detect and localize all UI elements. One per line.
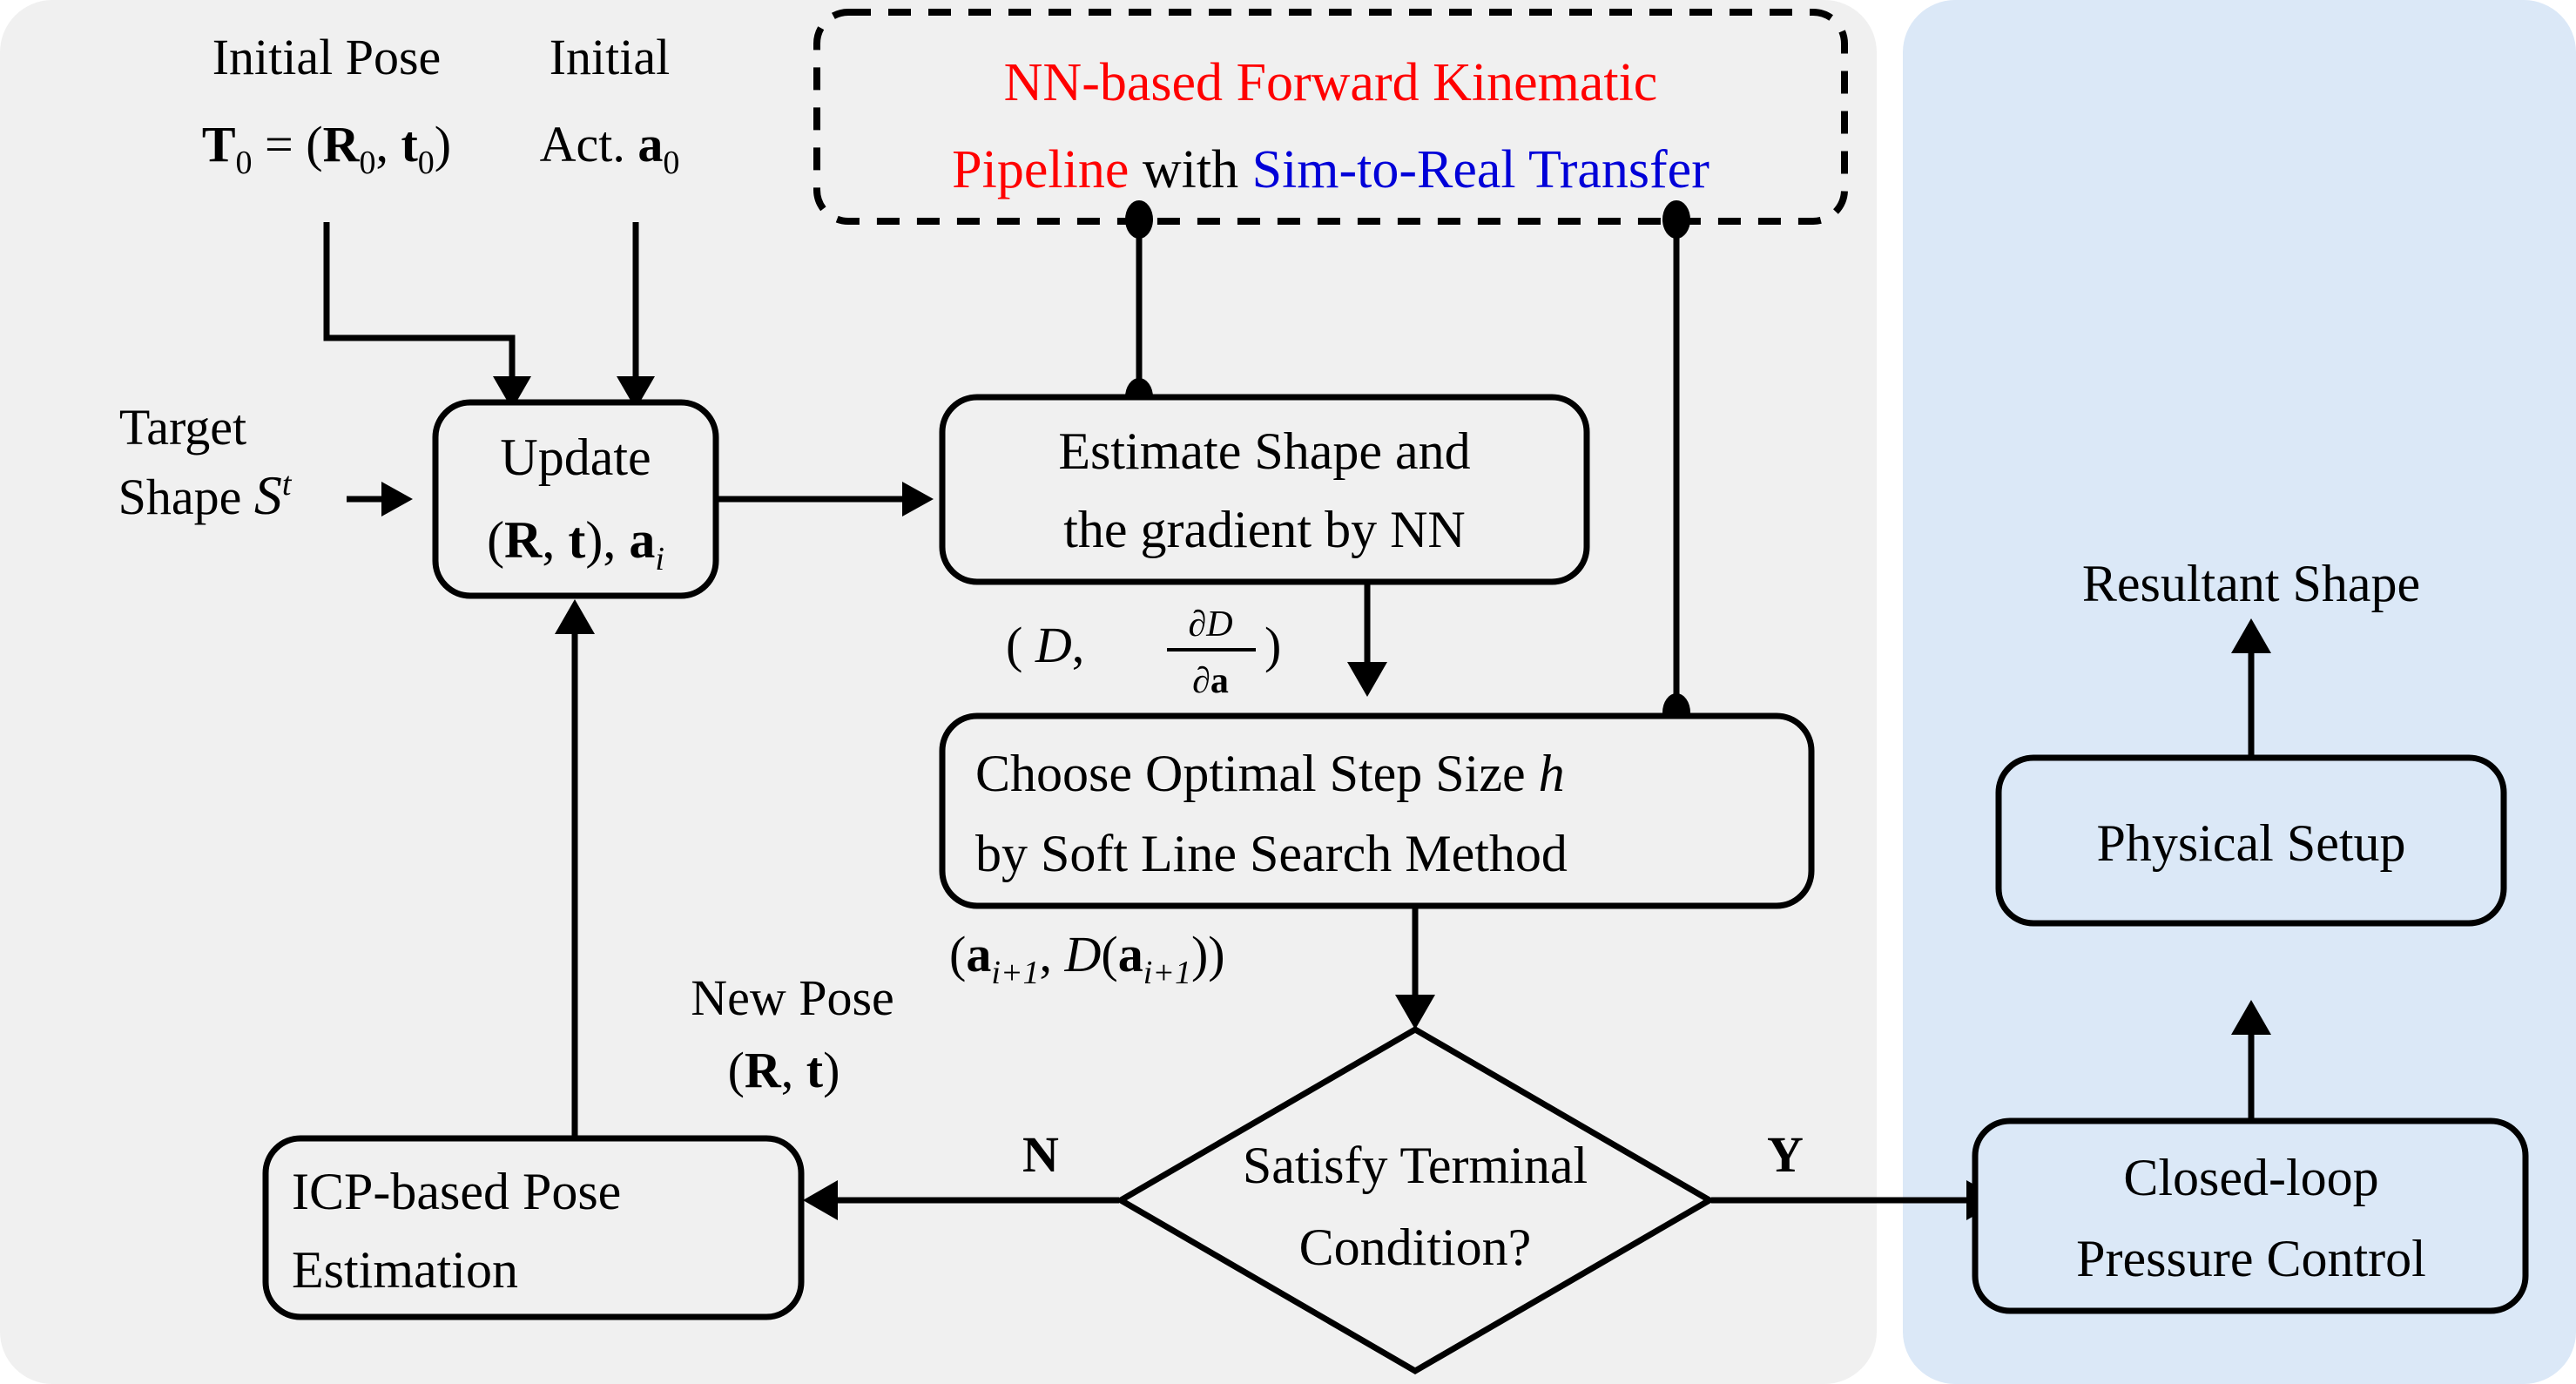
pressure-control-line2: Pressure Control <box>2076 1230 2426 1287</box>
gradient-label-prefix: ( D, <box>1006 617 1084 673</box>
connector-target-shape-to-update <box>347 482 413 516</box>
next-action-a2-sub: i+1 <box>1143 955 1191 991</box>
connector-physical-setup-to-resultant-shape <box>2231 618 2271 756</box>
initial-pose-eq: = ( <box>253 116 323 172</box>
pressure-control-line1: Closed-loop <box>2123 1149 2378 1206</box>
pipeline-dashed-box <box>813 9 1848 225</box>
connector-initial-pose-to-update <box>323 222 531 409</box>
initial-pose-T-sub: 0 <box>236 145 253 181</box>
new-pose-R: R <box>745 1042 782 1098</box>
pipeline-title-line2-blue: Sim-to-Real Transfer <box>1252 140 1710 199</box>
initial-act-a: a <box>637 116 663 172</box>
gradient-D: D <box>1035 617 1072 673</box>
initial-pose-R-sub: 0 <box>359 145 375 181</box>
decision-diamond[interactable]: Satisfy Terminal Condition? <box>1115 1025 1716 1375</box>
initial-act-a-sub: 0 <box>663 145 679 181</box>
initial-act-label-line1: Initial <box>550 29 671 85</box>
initial-act-formula: Act. a0 <box>540 116 680 181</box>
physical-setup-box[interactable]: Physical Setup <box>1995 754 2507 927</box>
initial-pose-formula: T0 = (R0, t0) <box>202 116 451 181</box>
target-shape-S-sup: t <box>282 466 293 503</box>
initial-pose-R: R <box>323 116 361 172</box>
right-panel-background <box>1903 0 2576 1384</box>
update-t: t <box>568 511 585 569</box>
update-box-line1: Update <box>500 429 651 486</box>
connector-estimate-to-step-size <box>1347 582 1387 697</box>
gradient-comma: , <box>1072 617 1085 673</box>
next-action-a1-sub: i+1 <box>991 955 1039 991</box>
icp-box-line1: ICP-based Pose <box>292 1163 621 1220</box>
pipeline-title-line2-red: Pipeline <box>952 140 1129 199</box>
icp-box[interactable]: ICP-based Pose Estimation <box>262 1135 805 1320</box>
icp-box-line2: Estimation <box>292 1241 518 1299</box>
connector-icp-to-update <box>555 599 595 1137</box>
pipeline-title-line2-black: with <box>1129 140 1251 199</box>
decision-line1: Satisfy Terminal <box>1243 1137 1588 1194</box>
connector-pressure-control-to-physical-setup <box>2231 1000 2271 1119</box>
next-action-D: D <box>1064 926 1102 982</box>
target-shape-formula: Shape St <box>118 464 293 526</box>
initial-pose-comma: , <box>375 116 401 172</box>
connector-step-size-to-decision <box>1395 906 1435 1030</box>
branch-label-no: N <box>1022 1126 1059 1183</box>
estimate-shape-box[interactable]: Estimate Shape and the gradient by NN <box>939 394 1590 585</box>
step-size-box-line1: Choose Optimal Step Size h <box>975 745 1565 802</box>
gradient-edge-label: ( D, ∂D ∂a ) <box>1006 604 1281 701</box>
target-shape-label-line1: Target <box>119 399 246 456</box>
new-pose-label-line1: New Pose <box>691 969 894 1026</box>
next-action-edge-label: (ai+1, D(ai+1)) <box>949 926 1225 991</box>
estimate-box-line2: the gradient by NN <box>1063 501 1466 558</box>
initial-pose-t-sub: 0 <box>418 145 435 181</box>
update-close: ), <box>585 511 629 569</box>
step-size-box[interactable]: Choose Optimal Step Size h by Soft Line … <box>939 712 1815 909</box>
initial-pose-T: T <box>202 116 236 172</box>
update-box[interactable]: Update (R, t), ai <box>432 399 719 599</box>
gradient-label-close: ) <box>1264 617 1281 673</box>
next-action-a2: a <box>1118 926 1143 982</box>
step-size-h: h <box>1539 745 1565 802</box>
decision-line2: Condition? <box>1299 1219 1532 1276</box>
pressure-control-box[interactable]: Closed-loop Pressure Control <box>1972 1117 2529 1314</box>
initial-act-prefix: Act. <box>540 116 638 172</box>
update-comma: , <box>542 511 568 569</box>
update-R: R <box>504 511 543 569</box>
connector-update-to-estimate <box>716 482 934 516</box>
initial-pose-label-line1: Initial Pose <box>212 29 442 85</box>
estimate-box-line1: Estimate Shape and <box>1058 422 1470 480</box>
initial-pose-t: t <box>401 116 418 172</box>
next-action-a1: a <box>966 926 991 982</box>
update-box-line2: (R, t), ai <box>487 511 664 577</box>
target-shape-S: S <box>254 464 282 526</box>
update-open: ( <box>487 511 504 569</box>
target-shape-prefix: Shape <box>118 469 254 525</box>
new-pose-t: t <box>806 1042 824 1098</box>
physical-setup-label: Physical Setup <box>2097 814 2406 872</box>
connector-decision-no-to-icp <box>803 1180 1119 1220</box>
new-pose-label-line2: (R, t) <box>728 1042 840 1098</box>
step-size-box-line2: by Soft Line Search Method <box>975 825 1568 882</box>
pipeline-title-line1: NN-based Forward Kinematic <box>1004 53 1658 112</box>
update-a: a <box>629 511 655 569</box>
gradient-fraction-denominator: ∂a <box>1192 661 1229 701</box>
gradient-fraction-numerator: ∂D <box>1188 604 1232 645</box>
branch-label-yes: Y <box>1767 1126 1804 1183</box>
pipeline-title-line2: Pipeline with Sim-to-Real Transfer <box>952 140 1709 199</box>
initial-pose-close: ) <box>435 116 451 172</box>
resultant-shape-label: Resultant Shape <box>2082 555 2420 612</box>
update-a-sub: i <box>655 541 664 577</box>
connector-initial-act-to-update <box>617 222 655 409</box>
